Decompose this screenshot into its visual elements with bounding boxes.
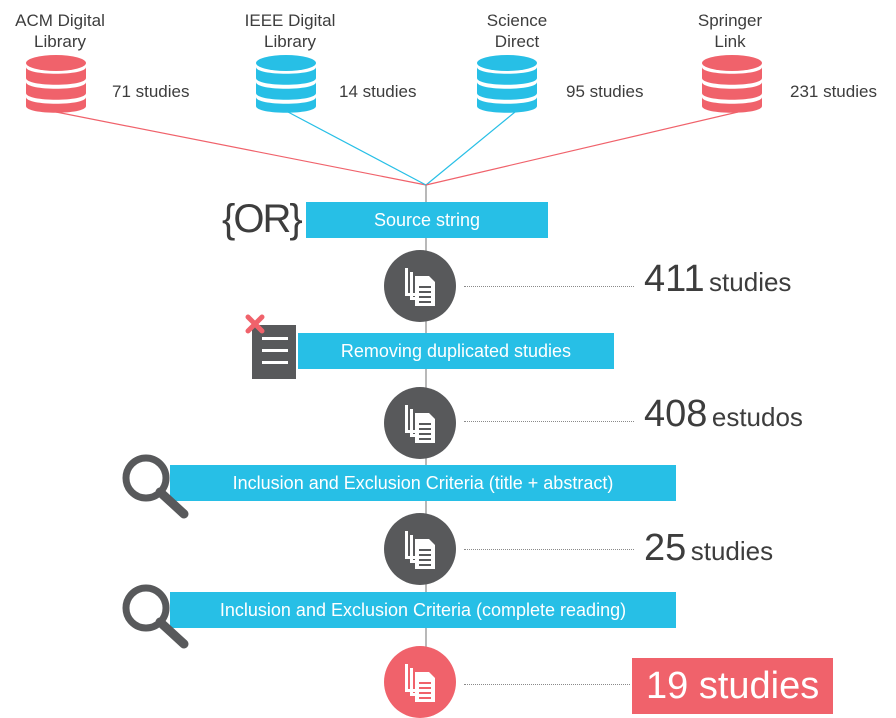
magnifier-icon <box>122 454 189 519</box>
count-408: 408 estudos <box>644 393 803 436</box>
count-25: 25 studies <box>644 527 773 570</box>
line-springer <box>425 111 739 186</box>
source-count-acm: 71 studies <box>112 82 190 101</box>
source-count-springer: 231 studies <box>790 82 877 101</box>
dotted-leader <box>464 421 634 422</box>
count-unit: estudos <box>711 402 803 432</box>
line-ieee <box>287 111 427 186</box>
source-count-ieee: 14 studies <box>339 82 417 101</box>
or-label: {OR} <box>222 197 303 241</box>
count-unit: studies <box>690 536 774 566</box>
documents-icon <box>384 387 456 459</box>
documents-icon <box>384 513 456 585</box>
criteria-title-abstract-bar: Inclusion and Exclusion Criteria (title … <box>170 465 676 501</box>
count-number: 408 <box>644 393 708 435</box>
source-name-springer: Springer Link <box>697 11 763 51</box>
documents-icon <box>384 646 456 718</box>
source-name-science: Science Direct <box>486 11 548 51</box>
database-icon <box>477 55 537 113</box>
source-string-bar: Source string <box>306 202 548 238</box>
count-number: 411 <box>644 258 705 300</box>
magnifier-icon <box>122 584 189 649</box>
removing-duplicates-bar: Removing duplicated studies <box>298 333 614 369</box>
criteria-complete-reading-bar: Inclusion and Exclusion Criteria (comple… <box>170 592 676 628</box>
dotted-leader <box>464 549 634 550</box>
count-unit: studies <box>709 267 792 297</box>
source-name-ieee: IEEE Digital Library <box>244 11 336 51</box>
documents-icon <box>384 250 456 322</box>
final-count-badge: 19 studies <box>632 658 834 714</box>
dotted-leader <box>464 684 630 685</box>
database-icon <box>26 55 86 113</box>
line-science <box>425 111 516 186</box>
source-name-acm: ACM Digital Library <box>15 11 105 51</box>
database-icon <box>256 55 316 113</box>
source-count-science: 95 studies <box>566 82 644 101</box>
count-411: 411 studies <box>644 258 791 301</box>
line-acm <box>55 111 427 186</box>
database-icon <box>702 55 762 113</box>
count-number: 25 <box>644 527 687 569</box>
dotted-leader <box>464 286 634 287</box>
delete-list-icon <box>245 314 296 379</box>
